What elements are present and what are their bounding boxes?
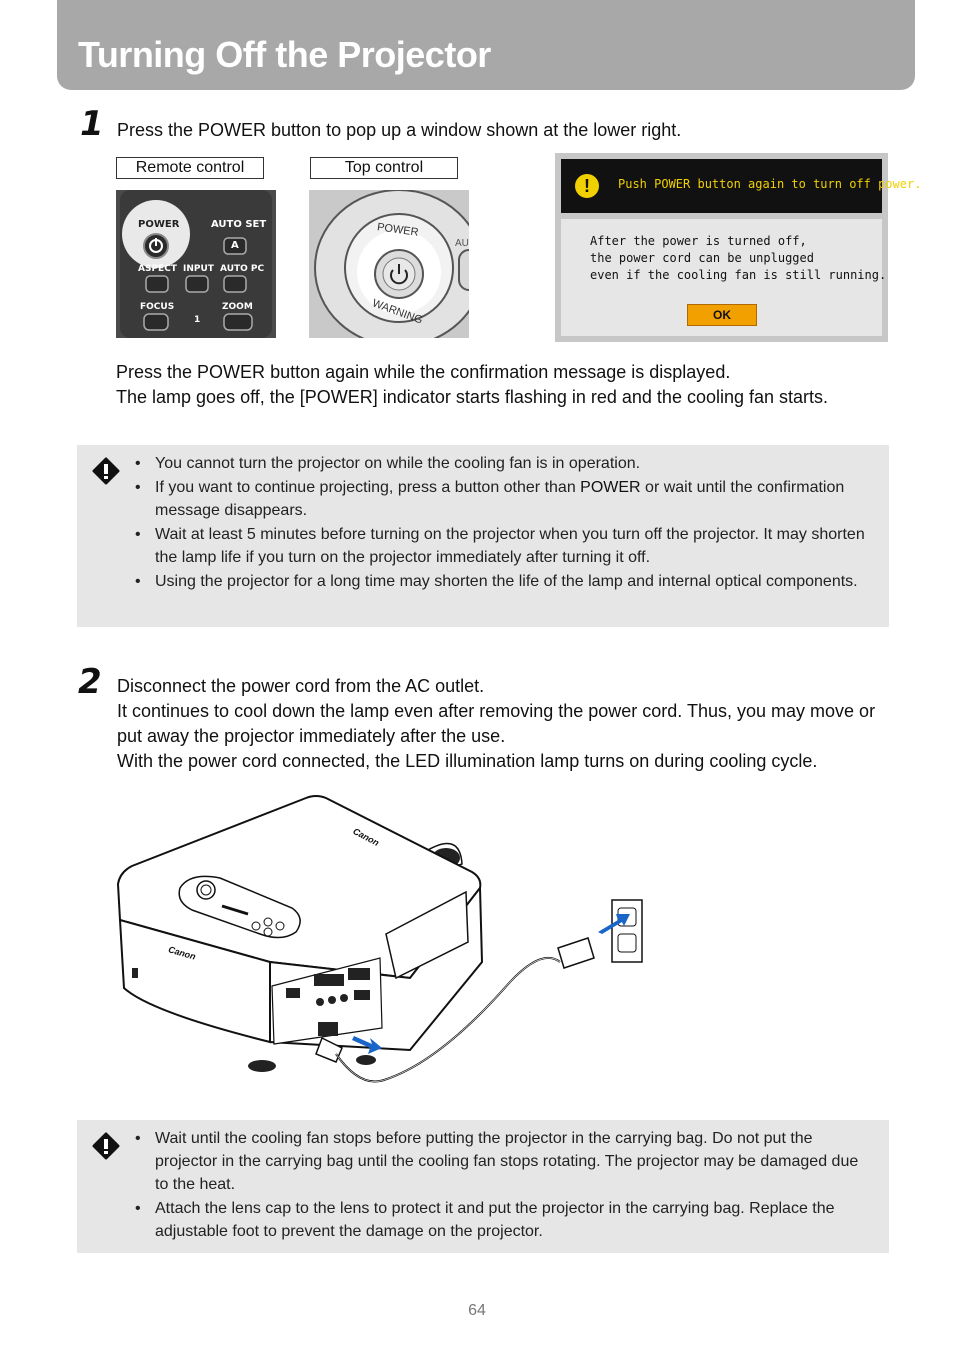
caution-icon: [92, 1132, 120, 1160]
remote-power-label: POWER: [138, 219, 180, 230]
page-title: Turning Off the Projector: [78, 34, 491, 75]
step2-instruction: Disconnect the power cord from the AC ou…: [117, 676, 485, 696]
top-control-image: POWER WARNING AU: [309, 190, 469, 338]
note2-item: •Attach the lens cap to the lens to prot…: [135, 1200, 835, 1240]
step1-instruction: Press the POWER button to pop up a windo…: [117, 120, 682, 140]
remote-aspect-label: ASPECT: [138, 264, 177, 274]
step2-para-2: With the power cord connected, the LED i…: [117, 751, 818, 771]
note1-item: •You cannot turn the projector on while …: [135, 455, 641, 472]
step2-para-1: It continues to cool down the lamp even …: [117, 701, 876, 746]
remote-control-label: Remote control: [116, 157, 264, 179]
dialog-line-3: even if the cooling fan is still running…: [590, 268, 887, 282]
remote-focus-label: FOCUS: [140, 302, 175, 312]
top-au-label: AU: [455, 238, 469, 249]
exclamation-icon: !: [575, 174, 599, 198]
remote-control-image: POWER AUTO SET A ASPECT INPUT AUTO PC FO…: [116, 190, 276, 338]
remote-a-label: A: [231, 240, 239, 251]
title-bar: [57, 0, 915, 90]
remote-input-label: INPUT: [183, 264, 214, 274]
note2-item: •Wait until the cooling fan stops before…: [135, 1130, 859, 1193]
page-number: 64: [468, 1302, 486, 1319]
note1-item: •If you want to continue projecting, pre…: [135, 479, 845, 519]
dialog-line-1: After the power is turned off,: [590, 234, 807, 248]
step1-para-2: The lamp goes off, the [POWER] indicator…: [116, 387, 829, 407]
top-control-label: Top control: [310, 157, 458, 179]
dialog-line-2: the power cord can be unplugged: [590, 251, 814, 265]
step1-para-power: POWER: [197, 362, 266, 382]
caution-note-1: •You cannot turn the projector on while …: [77, 445, 889, 627]
note1-item: •Wait at least 5 minutes before turning …: [135, 526, 865, 566]
step1-para-post: button again while the confirmation mess…: [265, 362, 731, 382]
step1-para-pre: Press the: [116, 362, 198, 382]
dialog-warning-bar: ! Push POWER button again to turn off po…: [561, 159, 921, 213]
step1-paragraph: Press the POWER button again while the c…: [116, 360, 896, 410]
remote-autoset-label: AUTO SET: [211, 219, 267, 230]
dialog-ok-button[interactable]: OK: [687, 304, 757, 326]
caution-note-2: •Wait until the cooling fan stops before…: [77, 1120, 889, 1253]
step-number-2: 2: [78, 662, 102, 702]
caution-icon: [92, 457, 120, 485]
remote-autopc-label: AUTO PC: [220, 264, 265, 274]
remote-one-label: 1: [194, 315, 201, 325]
remote-zoom-label: ZOOM: [222, 302, 253, 312]
dialog-body: After the power is turned off, the power…: [561, 219, 886, 336]
confirmation-dialog: ! Push POWER button again to turn off po…: [555, 153, 921, 342]
step-number-1: 1: [80, 104, 104, 144]
dialog-warning-text: Push POWER button again to turn off powe…: [618, 177, 922, 191]
projector-unplug-illustration: Canon Canon: [110, 792, 650, 1092]
step2-text: Disconnect the power cord from the AC ou…: [117, 674, 897, 774]
note1-item: •Using the projector for a long time may…: [135, 573, 858, 590]
